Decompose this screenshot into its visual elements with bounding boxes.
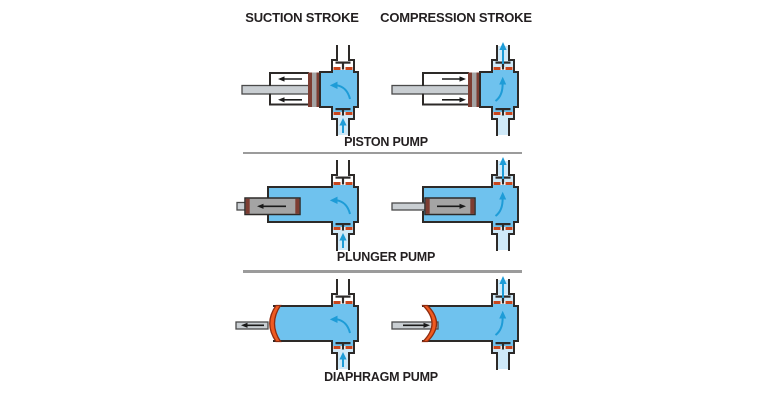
discharge-pipe (336, 45, 350, 61)
inflow-arrow-up-icon (339, 118, 347, 133)
pump-chamber (479, 71, 519, 108)
motion-arrow-left-icon (241, 322, 264, 328)
swirl-arrow-icon (494, 76, 507, 102)
piston (308, 72, 320, 107)
plunger-pump-compression-diagram (391, 157, 519, 251)
discharge-check-valve-icon (331, 59, 355, 73)
diaphragm-pump-compression-diagram (391, 276, 519, 370)
swirl-arrow-icon (329, 196, 351, 215)
pump-label-diaphragm: DIAPHRAGM PUMP (324, 370, 438, 384)
swirl-arrow-icon (494, 310, 507, 336)
diaphragm (421, 304, 438, 343)
swirl-arrow-icon (329, 81, 351, 100)
discharge-check-valve-icon (331, 293, 355, 307)
piston (468, 72, 480, 107)
discharge-pipe (336, 279, 350, 295)
row-divider (243, 151, 522, 154)
suction-pipe (496, 352, 510, 370)
outflow-arrow-up-icon (499, 276, 507, 298)
pump-chamber (422, 305, 519, 342)
suction-check-valve-icon (331, 340, 355, 354)
suction-check-valve-icon (491, 106, 515, 120)
pump-label-piston: PISTON PUMP (344, 135, 428, 149)
diaphragm (269, 304, 282, 343)
pump-chamber (273, 305, 359, 342)
pump-chamber (319, 71, 359, 108)
column-header-compression: COMPRESSION STROKE (380, 10, 532, 25)
row-divider (243, 270, 522, 273)
outflow-arrow-up-icon (499, 157, 507, 179)
piston-pump-compression-diagram (391, 42, 519, 136)
suction-check-valve-icon (491, 221, 515, 235)
piston-rod (241, 84, 311, 95)
motion-arrow-left-icon (278, 76, 302, 103)
motion-arrow-right-icon (442, 76, 466, 103)
suction-check-valve-icon (331, 221, 355, 235)
swirl-arrow-icon (494, 191, 507, 217)
discharge-check-valve-icon (331, 174, 355, 188)
inflow-arrow-up-icon (339, 352, 347, 367)
discharge-pipe (336, 160, 350, 176)
suction-pipe (496, 233, 510, 251)
suction-check-valve-icon (331, 106, 355, 120)
plunger-pump-suction-diagram (236, 160, 359, 251)
outflow-arrow-up-icon (499, 42, 507, 64)
piston-rod (391, 84, 471, 95)
motion-arrow-right-icon (437, 203, 466, 209)
pump-label-plunger: PLUNGER PUMP (336, 250, 436, 264)
motion-arrow-left-icon (257, 203, 286, 209)
motion-arrow-right-icon (403, 322, 430, 328)
inflow-arrow-up-icon (339, 233, 347, 248)
plunger-rod (391, 202, 427, 211)
diaphragm-pump-suction-diagram (235, 279, 359, 370)
suction-pipe (496, 118, 510, 136)
swirl-arrow-icon (329, 315, 351, 334)
column-header-suction: SUCTION STROKE (245, 10, 359, 25)
suction-check-valve-icon (491, 340, 515, 354)
piston-pump-suction-diagram (241, 45, 359, 136)
